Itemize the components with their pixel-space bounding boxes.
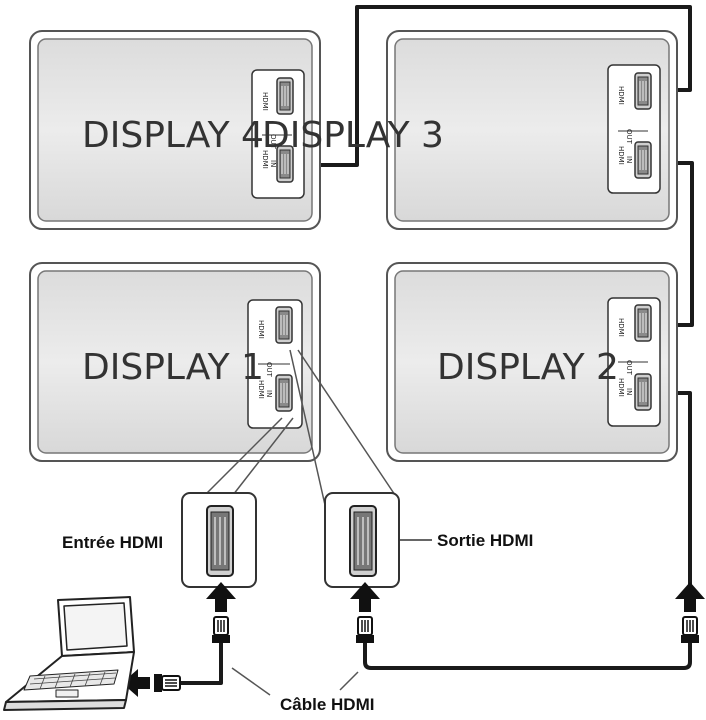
hdmi-out-port-display-2 xyxy=(634,304,652,342)
hdmi-port-large-icon xyxy=(206,505,234,577)
hdmi-cable-label: Câble HDMI xyxy=(280,695,374,714)
display-3: HDMI OUT HDMI IN xyxy=(386,30,678,230)
port-label-hdmi: HDMI xyxy=(257,320,265,339)
arrow-up-icon xyxy=(675,582,705,612)
arrow-left-icon xyxy=(122,669,150,697)
hdmi-plug-icon xyxy=(154,674,181,692)
hdmi-out-port-display-3 xyxy=(634,72,652,110)
hdmi-input-label: Entrée HDMI xyxy=(62,533,163,552)
hdmi-in-port-display-2 xyxy=(634,373,652,411)
hdmi-output-label: Sortie HDMI xyxy=(437,531,533,550)
cable-pointer-left xyxy=(231,667,271,696)
port-panel-display-2: HDMI OUT HDMI IN xyxy=(607,297,661,427)
port-label-hdmi: HDMI xyxy=(261,92,269,111)
zoom-box-hdmi-output xyxy=(324,492,400,588)
laptop-icon xyxy=(3,596,135,711)
port-panel-display-4: HDMI OUT HDMI IN xyxy=(251,69,305,199)
display-1-label: DISPLAY 1 xyxy=(82,347,264,388)
hdmi-in-port-display-3 xyxy=(634,141,652,179)
display-3-label: DISPLAY 3 xyxy=(262,115,444,156)
port-label-in: IN xyxy=(625,388,633,395)
port-label-out: OUT xyxy=(625,129,633,145)
port-label-hdmi: HDMI xyxy=(617,86,625,105)
cable-bottom-loop xyxy=(363,640,692,670)
hdmi-out-port-display-4 xyxy=(276,77,294,115)
port-label-hdmi: HDMI xyxy=(257,380,265,399)
hdmi-port-large-icon xyxy=(349,505,377,577)
hdmi-plug-icon xyxy=(355,616,375,644)
display-2: HDMI OUT HDMI IN DISPLAY 2 xyxy=(386,262,678,462)
port-label-in: IN xyxy=(265,390,273,397)
port-label-in: IN xyxy=(269,160,277,167)
cable-display4-to-display3 xyxy=(297,5,692,167)
port-label-out: OUT xyxy=(625,360,633,376)
display-1: HDMI OUT HDMI IN DISPLAY 1 xyxy=(29,262,321,462)
port-label-out: OUT xyxy=(265,362,273,378)
display-2-label: DISPLAY 2 xyxy=(437,347,619,388)
port-label-hdmi: HDMI xyxy=(617,146,625,165)
zoom-box-hdmi-input xyxy=(181,492,257,588)
port-panel-display-1: HDMI OUT HDMI IN xyxy=(247,299,303,429)
port-label-hdmi: HDMI xyxy=(617,318,625,337)
display-4: HDMI OUT HDMI IN xyxy=(29,30,321,230)
cable-pointer-right xyxy=(339,671,359,691)
port-label-hdmi: HDMI xyxy=(261,150,269,169)
port-panel-display-3: HDMI OUT HDMI IN xyxy=(607,64,661,194)
hdmi-in-port-display-1 xyxy=(275,374,293,412)
display-4-label: DISPLAY 4 xyxy=(82,115,264,156)
hdmi-out-port-display-1 xyxy=(275,306,293,344)
port-label-hdmi: HDMI xyxy=(617,378,625,397)
cable-laptop xyxy=(180,640,223,685)
hdmi-plug-icon xyxy=(211,616,231,644)
port-label-in: IN xyxy=(625,156,633,163)
hdmi-plug-icon xyxy=(680,616,700,644)
port-label-out: OUT xyxy=(269,134,277,150)
